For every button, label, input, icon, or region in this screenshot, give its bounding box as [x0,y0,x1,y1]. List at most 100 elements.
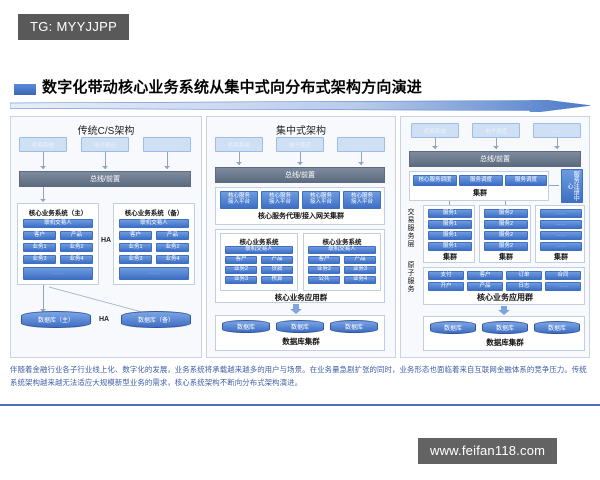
col3-registry-conn [549,185,559,186]
col2-system-0-cell-2: 业务2 [225,266,257,274]
col3-atomic-r2-2: 日志 [506,282,542,291]
col1-system-1-cell-3: 业务2 [156,243,189,252]
title-bullet-square [14,84,36,95]
col1-system-0-title: 核心业务系统（主） [28,210,88,217]
col1-bus-conn [43,187,44,201]
col2-system-1-top: 联机交易人 [308,246,376,254]
col2-gateway-label: 核心服务代理/接入网关集群 [258,213,344,220]
col3-service-1-0: 服务2 [484,209,528,218]
col2-arrow-2 [358,162,364,165]
col3-service-2-0: …… [540,209,582,218]
col2-channel-0: 柜面系统 [215,137,263,152]
col2-db-cluster-label: 数据库集群 [282,337,320,346]
col3-service-2-3: …… [540,242,582,251]
column-centralized: 集中式架构 柜面系统 电子渠道 …… 总线/前置 核心服务 接入平台 核心服务 … [206,116,396,358]
col3-arrow-0 [432,146,438,149]
col1-system-0: 核心业务系统（主） 联机交易人 客户 产品 业务1 业务2 业务3 业务4 …… [17,203,99,285]
col2-system-0-cell-0: 客户 [225,256,257,264]
col3-channel-0: 柜面系统 [411,123,459,138]
tg-tag: TG: MYYJJPP [18,14,130,40]
col2-channel-2: …… [337,137,385,152]
col1-system-1: 核心业务系统（备） 联机交易人 客户 产品 业务1 业务2 业务3 业务4 …… [113,203,195,285]
col3-conn-2 [557,138,558,149]
col2-gateway-node-3: 核心服务 接入平台 [343,191,381,209]
col3-down-arrow-icon [498,306,510,315]
col1-conn-0 [43,152,44,169]
col1-db-standby: 数据库（备） [121,311,191,328]
col1-system-0-cell-1: 产品 [60,231,93,240]
col1-channel-2: …… [143,137,191,152]
col1-system-1-cell-4: 业务3 [119,255,152,264]
col3-sg-conn-1 [505,201,506,205]
col2-app-cluster-label: 核心业务应用群 [274,293,328,302]
col1-channel-1: 电子渠道 [81,137,129,152]
col2-header: 集中式架构 [276,126,326,137]
col2-system-0-cell-1: 产品 [261,256,293,264]
col2-system-1-cell-1: 产品 [344,256,376,264]
col3-atomic-r1-1: 客户 [467,271,503,280]
col1-bus: 总线/前置 [19,171,191,187]
col2-system-0: 核心业务系统 联机交易人 客户 产品 业务2 贷款 业务3 核算 [220,233,298,291]
col2-db-0: 数据库 [222,320,270,333]
col3-dispatcher-1: 服务调度 [459,175,503,186]
col2-arrow-1 [297,162,303,165]
col3-atomic-r2-1: 产品 [467,282,503,291]
col2-down-arrow-icon [290,304,302,314]
col3-atomic-r2-3: …… [545,282,581,291]
column-legacy-cs: 传统C/S架构 柜面系统 电子渠道 …… 总线/前置 核心业务系统（主） 联机交… [10,116,202,358]
col2-system-0-cell-5: 核算 [261,276,293,284]
col3-app-cluster-label: 核心业务应用群 [477,293,533,302]
col3-dispatcher-2: 服务调度 [505,175,547,186]
col3-service-group-0: 服务1 服务1 服务1 服务1 集群 [423,205,475,263]
col3-atomic-r1-0: 支付 [428,271,464,280]
col3-service-0-1: 服务1 [428,220,472,229]
col1-system-1-cell-0: 客户 [119,231,152,240]
col3-conn-0 [435,138,436,149]
col3-service-group-2: …… …… …… …… 集群 [535,205,585,263]
col3-channel-1: 电子渠道 [472,123,520,138]
col1-ha-bottom-label: HA [99,316,110,323]
col2-system-1-cell-3: 业务3 [344,266,376,274]
col2-system-0-title: 核心业务系统 [239,239,279,246]
col3-service-0-3: 服务1 [428,242,472,251]
col3-db-2: 数据库 [534,321,580,334]
col3-sg-conn-0 [449,201,450,205]
col3-dispatch-cluster-label: 集群 [473,190,487,197]
col3-bus: 总线/前置 [409,151,581,167]
col3-channel-2: …… [533,123,581,138]
col3-service-1-3: 服务2 [484,242,528,251]
col3-service-1-1: 服务2 [484,220,528,229]
col1-arrow-0 [40,166,46,169]
col3-service-2-1: …… [540,220,582,229]
col1-system-1-top: 联机交易人 [119,219,189,228]
col3-atomic-r2-0: 开户 [428,282,464,291]
col2-app-cluster: 核心业务系统 联机交易人 客户 产品 业务2 贷款 业务3 核算 核心业务系统 … [215,229,385,303]
col3-arrow-1 [493,146,499,149]
col1-arrow-1 [102,166,108,169]
page-title: 数字化带动核心业务系统从集中式向分布式架构方向演进 [42,79,423,96]
col3-service-2-2: …… [540,231,582,240]
col3-service-group-2-label: 集群 [554,254,568,261]
col2-arrow-0 [236,162,242,165]
col1-ha-top-label: HA [101,237,112,244]
col3-service-group-1-label: 集群 [499,254,513,261]
col1-system-0-top: 联机交易人 [23,219,93,228]
col1-conn-1 [105,152,106,169]
footer-description: 伴随着金融行业各子行业线上化、数字化的发展，业务系统将承载越来越多的用户与场景。… [10,365,587,387]
architecture-diagram: 传统C/S架构 柜面系统 电子渠道 …… 总线/前置 核心业务系统（主） 联机交… [0,116,600,358]
page-title-block: 数字化带动核心业务系统从集中式向分布式架构方向演进 [0,76,600,112]
col3-atomic-r1-3: 合同 [545,271,581,280]
col2-system-1-cell-5: 业务4 [344,276,376,284]
col3-layer-label-transaction: 交易服务层 [407,208,414,248]
col3-atomic-r1-2: 订单 [506,271,542,280]
col2-system-1-cell-0: 客户 [308,256,340,264]
col3-db-cluster: 数据库 数据库 数据库 数据库集群 [423,316,585,351]
col2-system-1-cell-4: 公共 [308,276,340,284]
col1-db-primary: 数据库（主） [21,311,91,328]
col2-system-0-cell-4: 业务3 [225,276,257,284]
col3-atomic-services: 支付 客户 订单 合同 开户 产品 日志 …… 核心业务应用群 [423,267,585,305]
col2-gateway-node-0: 核心服务 接入平台 [220,191,258,209]
column-distributed: 柜面系统 电子渠道 …… 总线/前置 核心服务调度 服务调度 服务调度 集群 服… [400,116,590,358]
col2-conn-2 [361,152,362,165]
title-arrow-icon [10,100,590,112]
